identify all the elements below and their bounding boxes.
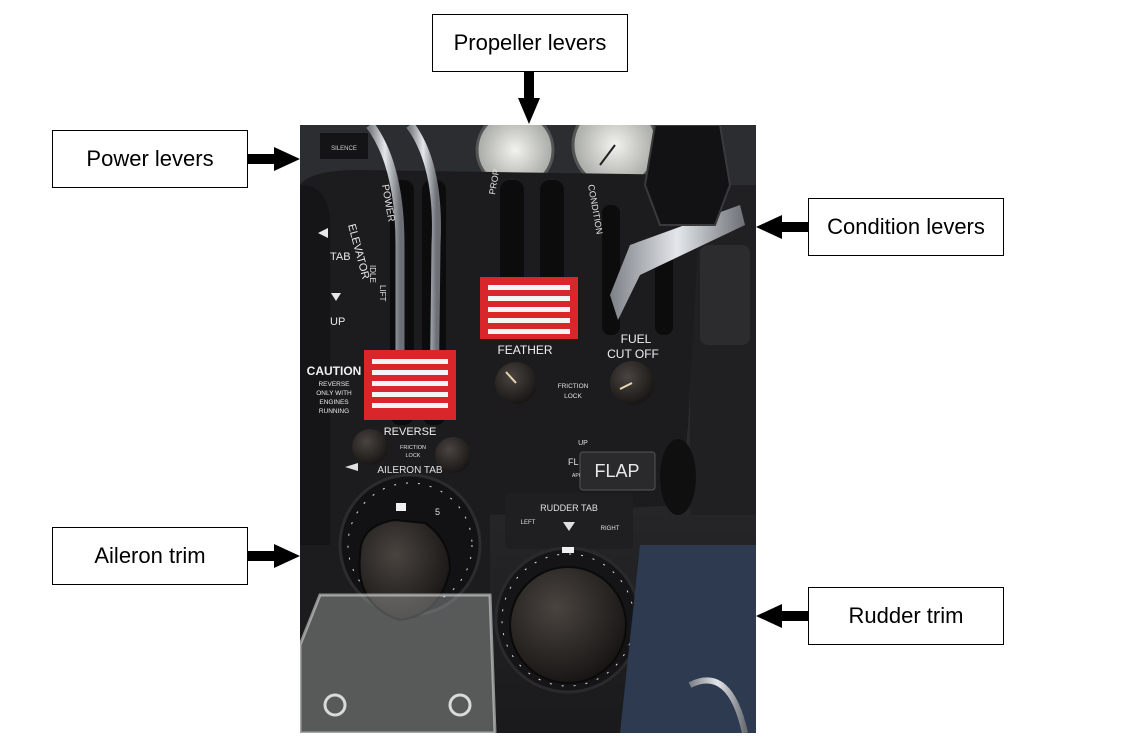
- flap-lever-side: [660, 439, 696, 515]
- lift-label: LIFT: [378, 285, 387, 302]
- rudder-index-arrow-icon: [563, 522, 575, 531]
- up-label: UP: [330, 316, 345, 328]
- caution-line-3: ENGINES: [319, 399, 349, 406]
- aileron-scale-five: 5: [435, 507, 440, 517]
- reverse-placard: [364, 350, 456, 420]
- lock-label-lower: LOCK: [406, 453, 421, 459]
- condition-slot-right: [655, 255, 673, 335]
- rudder-right-label: RIGHT: [601, 526, 620, 532]
- fuel-label: FUEL: [621, 332, 652, 346]
- feather-label: FEATHER: [497, 343, 552, 357]
- power-lever-right: [406, 125, 441, 416]
- silence-button: [320, 133, 368, 159]
- caution-line-2: ONLY WITH: [316, 390, 352, 397]
- gauge-needle: [599, 144, 616, 166]
- rudder-left-label: LEFT: [521, 520, 536, 526]
- reverse-label: REVERSE: [384, 426, 437, 438]
- caution-label-group: CAUTION REVERSE ONLY WITH ENGINES RUNNIN…: [307, 364, 362, 415]
- friction-label-lower: FRICTION: [400, 445, 426, 451]
- prop-label: PROP: [487, 168, 501, 195]
- propeller-levers-callout: Propeller levers: [432, 14, 628, 72]
- power-lever-left: [366, 125, 405, 415]
- flap-lever-handle: [579, 451, 656, 491]
- feather-placard: [480, 277, 578, 339]
- flap-up-label: UP: [578, 440, 588, 447]
- rudder-trim-knob: [509, 566, 627, 684]
- rudder-trim-callout: Rudder trim: [808, 587, 1004, 645]
- caution-label: CAUTION: [307, 364, 362, 378]
- aileron-trim-callout: Aileron trim: [52, 527, 248, 585]
- guard-hole-left: [323, 693, 347, 717]
- tab-label: TAB: [330, 251, 351, 263]
- trim-guard: [300, 593, 497, 733]
- floor-rail: [688, 677, 748, 733]
- rudder-tab-label: RUDDER TAB: [540, 503, 598, 513]
- tab-down-arrow-icon: [331, 293, 341, 301]
- condition-arrow-icon: [756, 215, 808, 239]
- feather-knob-pointer: [505, 371, 517, 384]
- lock-label-upper: LOCK: [564, 393, 582, 400]
- friction-label-upper: FRICTION: [558, 383, 589, 390]
- aileron-tab-label: AILERON TAB: [377, 465, 443, 476]
- rudder-zero-mark: [562, 547, 574, 553]
- power-levers-callout: Power levers: [52, 130, 248, 188]
- power-friction-knob-right: [435, 437, 471, 473]
- condition-levers-callout: Condition levers: [808, 198, 1004, 256]
- power-friction-knob-left: [352, 429, 388, 465]
- aileron-zero-mark: [396, 503, 406, 511]
- guard-hole-right: [448, 693, 472, 717]
- cut-off-label: CUT OFF: [607, 347, 659, 361]
- caution-line-4: RUNNING: [319, 408, 349, 415]
- condition-lever-knob: [643, 125, 732, 226]
- fuel-knob-pointer: [619, 382, 633, 390]
- flap-label: FLAP: [594, 461, 639, 481]
- quadrant-side-edge: [300, 185, 330, 545]
- condition-lever: [610, 205, 745, 320]
- rudder-tab-panel: [505, 493, 633, 549]
- caution-line-1: REVERSE: [318, 381, 350, 388]
- flap-fl-label: FL: [568, 457, 579, 467]
- aileron-left-arrow-icon: [345, 463, 358, 471]
- elevator-indicator-icon: [318, 228, 328, 238]
- silence-label: SILENCE: [331, 146, 357, 152]
- aileron-arrow-icon: [248, 544, 300, 568]
- side-panel: [700, 245, 750, 345]
- propeller-arrow-icon: [518, 72, 540, 124]
- throttle-quadrant-photo: SILENCE ELEVATOR TAB UP POWER IDLE LIFT …: [300, 125, 756, 733]
- rudder-arrow-icon: [756, 604, 808, 628]
- idle-label: IDLE: [368, 265, 377, 283]
- power-arrow-icon: [248, 147, 300, 171]
